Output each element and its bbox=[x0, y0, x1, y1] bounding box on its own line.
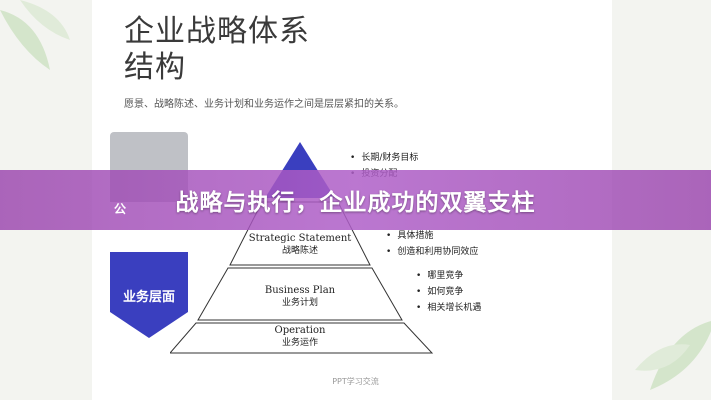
pyramid-label-operation: Operation 业务运作 bbox=[240, 324, 360, 350]
list-item: 相关增长机遇 bbox=[416, 300, 481, 316]
list-item: 哪里竞争 bbox=[416, 268, 481, 284]
slide-title-line2: 结构 bbox=[124, 50, 186, 85]
pyramid-label-business-en: Business Plan bbox=[264, 285, 336, 296]
bullet-list-business: 哪里竞争 如何竞争 相关增长机遇 bbox=[416, 268, 481, 316]
leaf-decoration-icon bbox=[0, 0, 70, 70]
side-block-business-shape bbox=[110, 252, 188, 338]
list-item: 具体措施 bbox=[386, 228, 478, 244]
list-item: 创造和利用协同效应 bbox=[386, 244, 478, 260]
pyramid-tier-operation bbox=[170, 322, 434, 354]
pyramid-label-business: Business Plan 业务计划 bbox=[240, 284, 360, 310]
pyramid-label-operation-en: Operation bbox=[274, 325, 326, 336]
pyramid-tier-business bbox=[197, 267, 403, 321]
slide-subtitle: 愿景、战略陈述、业务计划和业务运作之间是层层紧扣的关系。 bbox=[124, 99, 404, 110]
title-banner: 战略与执行，企业成功的双翼支柱 bbox=[0, 170, 711, 230]
pyramid-label-strategic-en: Strategic Statement bbox=[248, 233, 352, 244]
title-banner-text: 战略与执行，企业成功的双翼支柱 bbox=[175, 190, 536, 216]
bullet-list-strategic: 具体措施 创造和利用协同效应 bbox=[386, 228, 478, 260]
leaf-decoration-icon bbox=[635, 321, 711, 390]
slide-title: 企业战略体系 结构 bbox=[124, 14, 310, 86]
pyramid-label-business-cn: 业务计划 bbox=[281, 298, 318, 308]
side-block-business-label: 业务层面 bbox=[122, 290, 175, 305]
list-item: 如何竞争 bbox=[416, 284, 481, 300]
side-block-corporate-label: 公 bbox=[114, 202, 127, 216]
list-item: 长期/财务目标 bbox=[350, 150, 418, 166]
slide-title-line1: 企业战略体系 bbox=[124, 14, 310, 49]
slide-footer: PPT学习交流 bbox=[332, 377, 379, 386]
pyramid-label-strategic-cn: 战略陈述 bbox=[281, 246, 318, 256]
pyramid-label-strategic: Strategic Statement 战略陈述 bbox=[240, 232, 360, 258]
pyramid-label-operation-cn: 业务运作 bbox=[281, 338, 318, 348]
